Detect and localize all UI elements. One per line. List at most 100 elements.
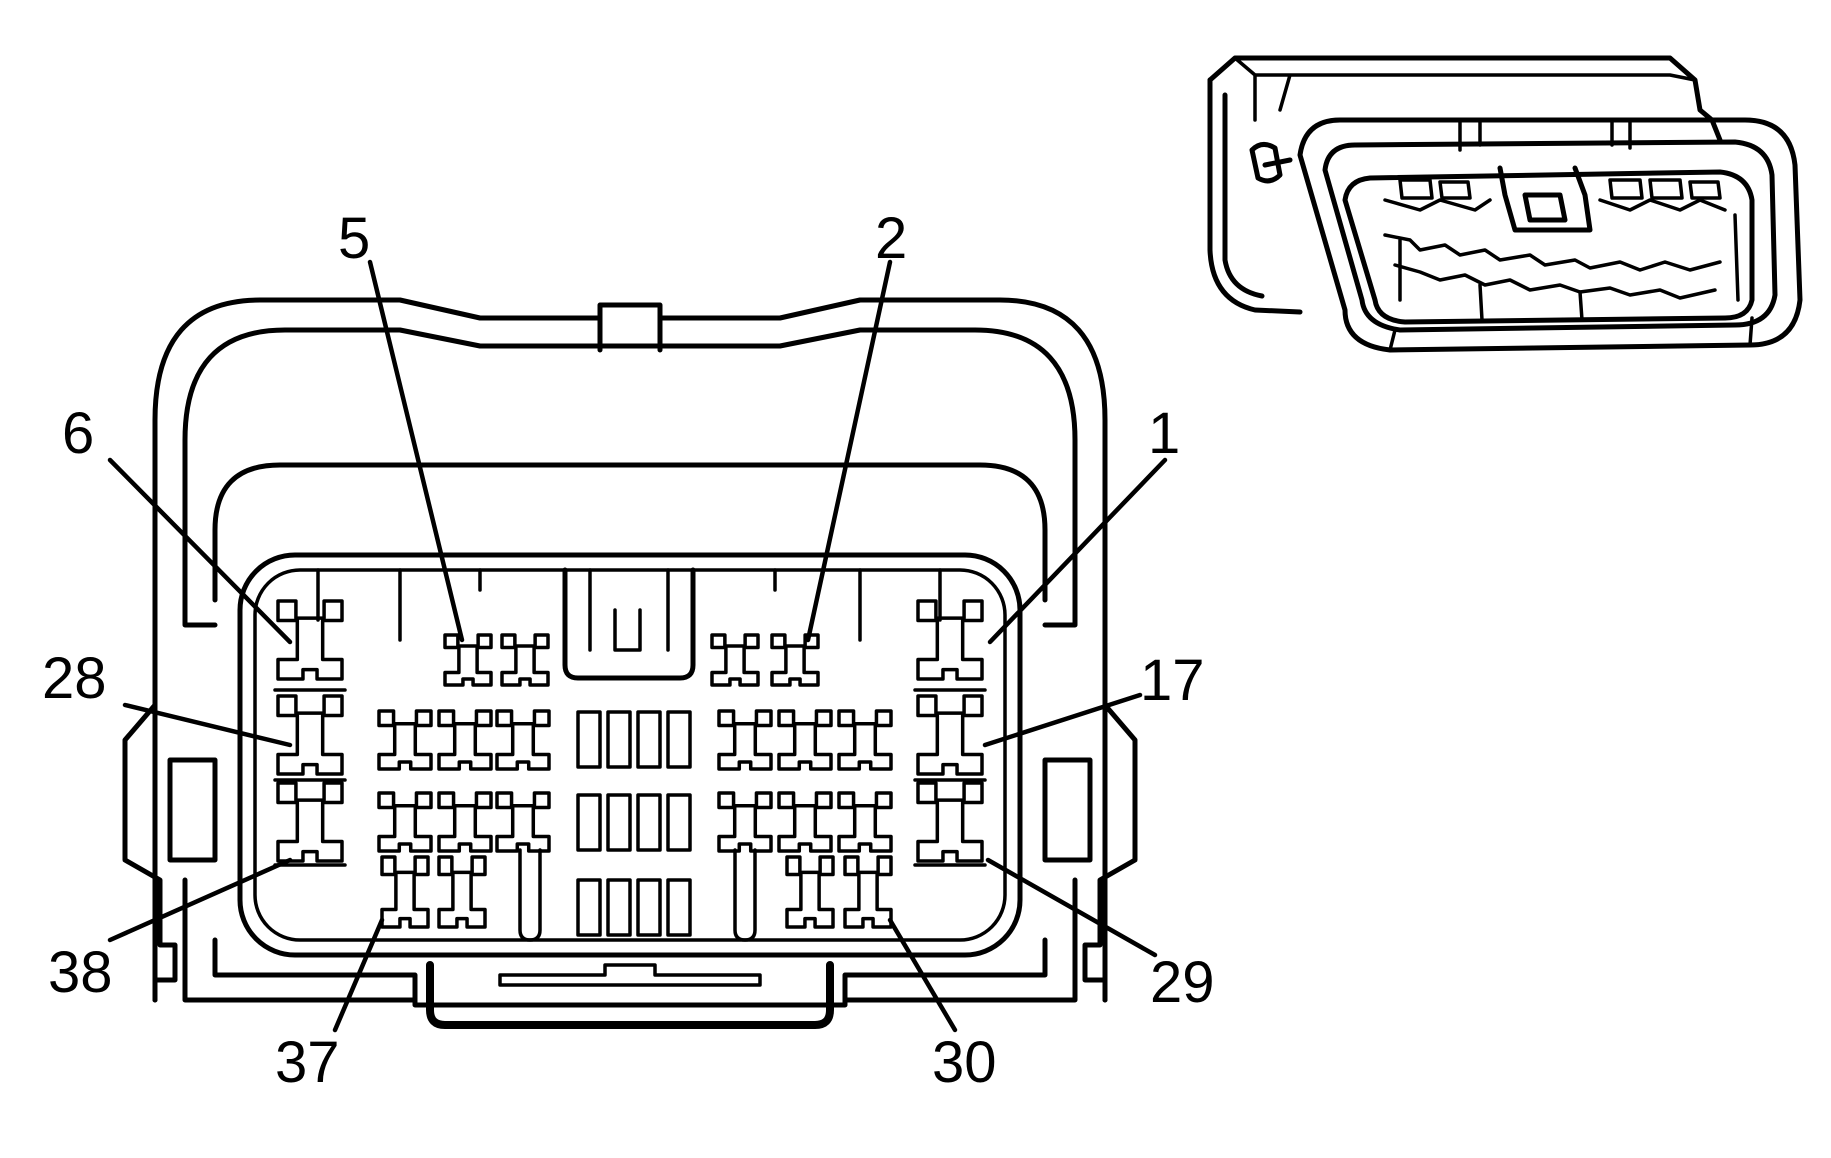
blank-cavity-r0-c1 [606,710,632,769]
top-ribs [316,568,942,642]
right-flange [1042,582,1138,1003]
pin-label-38: 38 [48,940,113,1005]
left-flange [122,582,218,1003]
connector-isometric-view [1207,55,1803,353]
cavity-right-col-1 [916,694,984,776]
cavity-row2-right-0 [717,709,773,771]
right-side-block [1042,757,1093,863]
iso-keyway [1497,165,1593,233]
cavity-left-col-0 [276,599,344,681]
pin-label-29: 29 [1150,950,1215,1015]
cavity-row1-right-1 [770,633,820,687]
right-column-dividers [913,688,987,867]
leader-pin-37 [332,917,385,1033]
cavity-right-col-0 [916,599,984,681]
cavity-row3-left-0 [377,791,433,853]
lock-tab [597,315,663,353]
leader-pin-1 [987,457,1168,645]
cavity-row1-left-1 [500,633,550,687]
iso-bezel-outer [1297,117,1803,353]
pin-label-2: 2 [875,206,907,271]
blank-cavity-r2-c3 [666,878,692,937]
cavity-left-col-1 [276,694,344,776]
blank-cavity-r1-c1 [606,793,632,852]
blank-cavities [576,710,692,937]
pin-labels: 5 2 6 1 28 17 38 29 37 30 [42,206,1215,1095]
pin-label-30: 30 [932,1030,997,1095]
cavity-row2-left-0 [377,709,433,771]
leader-pin-5 [367,259,465,643]
blank-cavity-r0-c2 [636,710,662,769]
outer-shroud [152,297,1108,1003]
leader-pin-29 [985,857,1158,958]
pin-label-28: 28 [42,646,107,711]
iso-left-block [1207,77,1303,315]
iso-terminal-row-2 [1383,233,1722,272]
blank-cavity-r0-c3 [666,710,692,769]
iso-rear-top [1233,56,1697,122]
iso-face-frame [1342,169,1755,325]
pin-label-37: 37 [275,1030,340,1095]
blank-cavity-r1-c3 [666,793,692,852]
cavity-row4-right-0 [785,855,835,929]
leader-pin-6 [107,457,293,645]
leader-lines [107,259,1168,1033]
cavity-row3-left-2 [495,791,551,853]
iso-bezel-ribs [1458,120,1632,152]
blank-cavity-r2-c0 [576,878,602,937]
cavity-right-col-2 [916,781,984,863]
bottom-latch [426,961,834,1029]
center-keyway [562,567,696,681]
left-column-dividers [273,688,347,867]
bottom-skirt-outer [182,877,1078,1003]
leader-pin-38 [107,857,293,943]
terminal-face-inner [253,568,1007,942]
iso-left-post [1249,142,1293,184]
cavity-row2-left-2 [495,709,551,771]
blank-cavity-r2-c2 [636,878,662,937]
cavity-row3-right-2 [837,791,893,853]
cavity-row2-right-2 [837,709,893,771]
cavity-left-col-2 [276,781,344,863]
cavity-row4-left-1 [437,855,487,929]
iso-cavity-boxes [1398,178,1722,200]
pin-label-6: 6 [62,401,94,466]
pin-label-5: 5 [338,206,370,271]
pin-label-1: 1 [1148,401,1180,466]
iso-rear-body [1207,55,1723,143]
cavity-row3-right-1 [777,791,833,853]
leader-pin-17 [982,692,1143,748]
leader-pin-28 [122,702,293,748]
blank-cavity-r1-c0 [576,793,602,852]
pin-label-17: 17 [1140,648,1205,713]
blank-cavity-r1-c2 [636,793,662,852]
bottom-latch-detail [498,963,762,987]
connector-face-view [122,297,1138,1029]
cavity-row1-left-0 [443,633,493,687]
left-side-block [167,757,218,863]
cavity-row4-left-0 [380,855,430,929]
terminal-face [237,552,1023,958]
bottom-ribs [518,848,757,942]
cavity-row3-right-0 [717,791,773,853]
leader-pin-30 [887,917,958,1033]
cavity-row2-right-1 [777,709,833,771]
cavity-row4-right-1 [843,855,893,929]
iso-face-dividers [1398,213,1740,322]
iso-terminal-row-1 [1383,198,1727,212]
inner-housing-top [212,462,1048,603]
cavity-row2-left-1 [437,709,493,771]
cavity-row3-left-1 [437,791,493,853]
iso-terminal-row-3 [1393,263,1717,300]
terminal-cavities [276,599,984,929]
blank-cavity-r2-c1 [606,878,632,937]
iso-bezel-inner [1322,139,1778,333]
cavity-row1-right-0 [710,633,760,687]
leader-pin-2 [805,259,893,643]
iso-bottom-lip [1388,316,1754,352]
center-keyway-inner [588,568,670,652]
outer-shroud-inner [182,327,1078,603]
blank-cavity-r0-c0 [576,710,602,769]
bottom-skirt [212,937,1048,1008]
